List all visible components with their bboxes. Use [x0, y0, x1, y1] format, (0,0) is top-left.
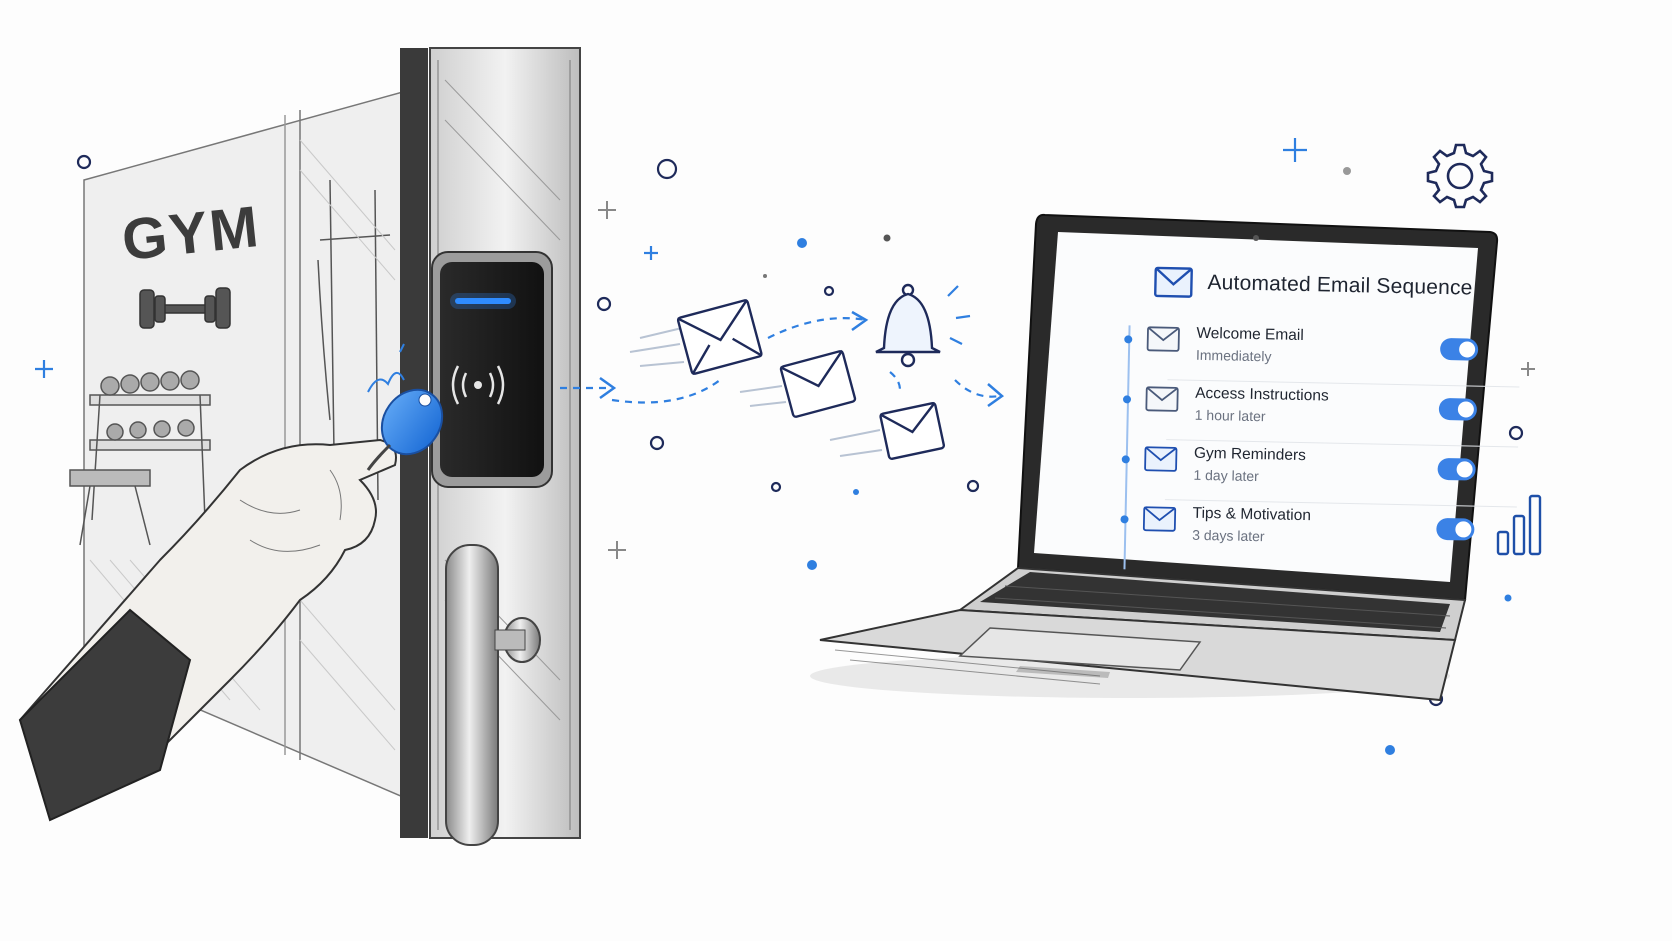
envelope-icon [779, 349, 857, 418]
bell-icon [875, 283, 941, 368]
gym-sign: GYM [118, 193, 264, 274]
sparkle-icon [35, 138, 1307, 378]
step-label: Welcome Email [1196, 324, 1304, 345]
plus-marks [598, 201, 1535, 559]
email-sequence-panel: Automated Email Sequence Welcome Email I… [1105, 257, 1559, 606]
toggle-knob [1458, 341, 1476, 358]
dumbbell-icon [139, 287, 231, 329]
key-fob [366, 388, 444, 471]
step-timing: 1 day later [1193, 466, 1259, 485]
timeline-dot [1122, 395, 1132, 404]
bar-chart-icon [1496, 494, 1542, 556]
step-toggle[interactable] [1438, 397, 1478, 421]
signal-spark-icon [367, 343, 405, 393]
toggle-knob [1456, 461, 1473, 478]
envelope-icon [1144, 446, 1178, 472]
toggle-knob [1457, 401, 1475, 418]
step-timing: 1 hour later [1194, 406, 1266, 425]
sequence-step[interactable]: Tips & Motivation 3 days later [1106, 501, 1537, 562]
envelope-icon [676, 299, 763, 375]
step-label: Tips & Motivation [1192, 504, 1312, 525]
step-toggle[interactable] [1437, 457, 1476, 481]
envelope-icon [1145, 386, 1179, 412]
panel-header: Automated Email Sequence [1153, 266, 1473, 305]
envelope-icon [1146, 326, 1180, 352]
timeline-dot [1120, 515, 1129, 524]
timeline-dot [1124, 335, 1133, 344]
arrow-heads [599, 310, 1005, 408]
timeline-dot [1121, 455, 1130, 464]
door-handle [445, 544, 541, 846]
step-timing: 3 days later [1192, 526, 1265, 545]
step-label: Gym Reminders [1193, 444, 1307, 465]
sequence-step[interactable]: Welcome Email Immediately [1110, 321, 1541, 388]
decor-dots [763, 167, 1512, 755]
envelope-icon [1142, 506, 1177, 532]
decor-circles [76, 154, 1524, 707]
envelope-icon [879, 401, 946, 460]
step-label: Access Instructions [1194, 384, 1329, 405]
flow-path [560, 317, 1001, 404]
sequence-step[interactable]: Access Instructions 1 hour later [1108, 381, 1539, 448]
laptop [810, 213, 1499, 702]
rfid-wave-icon [451, 365, 505, 405]
envelope-icon [1154, 266, 1193, 298]
hand [18, 438, 397, 822]
step-toggle[interactable] [1439, 337, 1479, 361]
panel-title: Automated Email Sequence [1207, 271, 1473, 300]
gear-icon [1426, 143, 1494, 209]
step-toggle[interactable] [1436, 517, 1475, 541]
step-timing: Immediately [1195, 346, 1272, 365]
motion-lines [629, 327, 883, 457]
rfid-reader [431, 251, 553, 488]
toggle-knob [1455, 521, 1472, 538]
sequence-step[interactable]: Gym Reminders 1 day later [1107, 441, 1538, 508]
bell-ring-lines [947, 285, 971, 345]
